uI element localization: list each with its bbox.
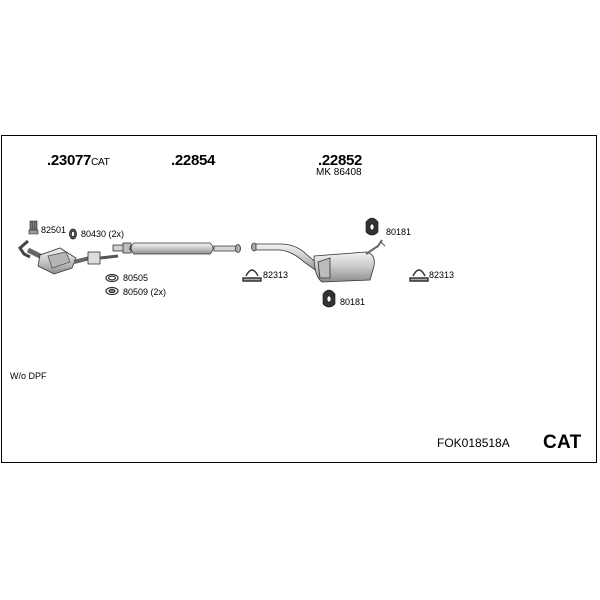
rubber-hanger-80181-bottom [322, 289, 336, 308]
part-number-middle-silencer: .22854 [171, 152, 216, 169]
clamp-82313-left [242, 269, 262, 282]
callout-82501: 82501 [41, 225, 67, 235]
category-label: CAT [543, 432, 582, 453]
callout-80509: 80509 (2x) [123, 287, 167, 297]
catalytic-converter [18, 239, 119, 275]
callout-80181-bottom: 80181 [340, 297, 366, 307]
rubber-hanger-80181-top [365, 217, 379, 236]
callout-80505: 80505 [123, 273, 149, 283]
middle-silencer [112, 242, 241, 255]
part-number-rear-silencer: .22852 [318, 152, 363, 169]
mounting-kit-label: MK 86408 [316, 167, 362, 178]
kit-code: FOK018518A [437, 436, 510, 450]
gasket-80430 [69, 228, 77, 240]
clamp-82501 [28, 220, 39, 235]
ring-80505 [105, 273, 119, 283]
ring-80509 [105, 286, 119, 296]
diagram-frame [1, 135, 597, 463]
callout-80181-top: 80181 [386, 227, 412, 237]
note-without-dpf: W/o DPF [10, 371, 47, 381]
part-number-catalytic-converter: .23077CAT [47, 152, 110, 169]
callout-80430: 80430 (2x) [81, 229, 125, 239]
clamp-82313-right [409, 269, 429, 282]
callout-82313-right: 82313 [429, 270, 455, 280]
rear-silencer [251, 239, 386, 283]
callout-82313-left: 82313 [263, 270, 289, 280]
